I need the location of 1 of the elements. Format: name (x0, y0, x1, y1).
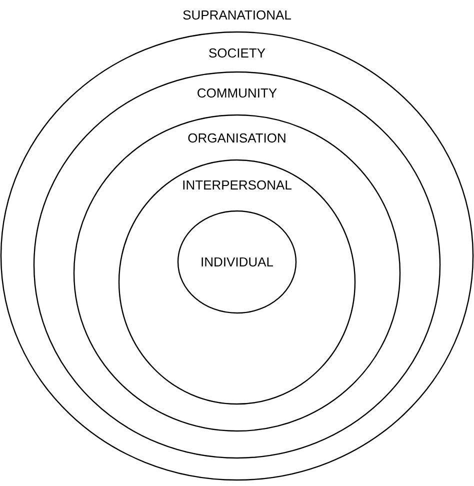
ring-label: SUPRANATIONAL (183, 10, 291, 20)
